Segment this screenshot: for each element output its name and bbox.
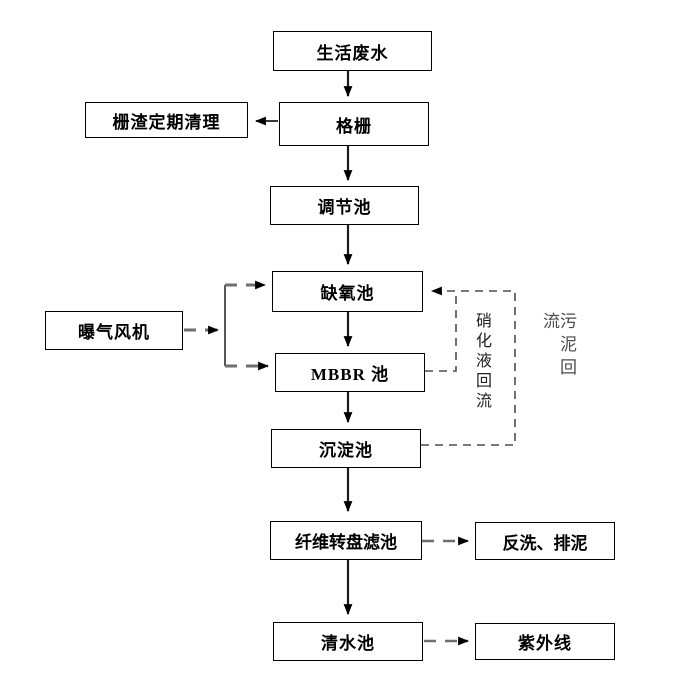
node-uv-disinfection: 紫外线 xyxy=(475,623,615,660)
node-backwash-sludge-discharge: 反洗、排泥 xyxy=(475,522,615,560)
node-sedimentation-tank: 沉淀池 xyxy=(271,429,421,468)
node-screenings-periodic-cleaning: 栅渣定期清理 xyxy=(85,102,248,138)
node-fiber-disc-filter: 纤维转盘滤池 xyxy=(270,521,422,560)
node-screen: 格栅 xyxy=(279,102,429,146)
line-nitrified-return xyxy=(425,291,457,372)
node-mbbr-tank: MBBR 池 xyxy=(275,353,425,392)
label-nitrified-liquid-return: 硝化液回流 xyxy=(473,312,490,412)
node-regulating-tank: 调节池 xyxy=(270,186,419,225)
node-anoxic-tank: 缺氧池 xyxy=(272,271,423,312)
node-clear-water-tank: 清水池 xyxy=(273,622,423,661)
label-sludge-return: 污泥回流 xyxy=(540,312,576,381)
node-domestic-wastewater: 生活废水 xyxy=(273,31,432,71)
node-aeration-blower: 曝气风机 xyxy=(45,311,183,350)
arrow-sludge-return-to-anoxic xyxy=(421,286,516,446)
